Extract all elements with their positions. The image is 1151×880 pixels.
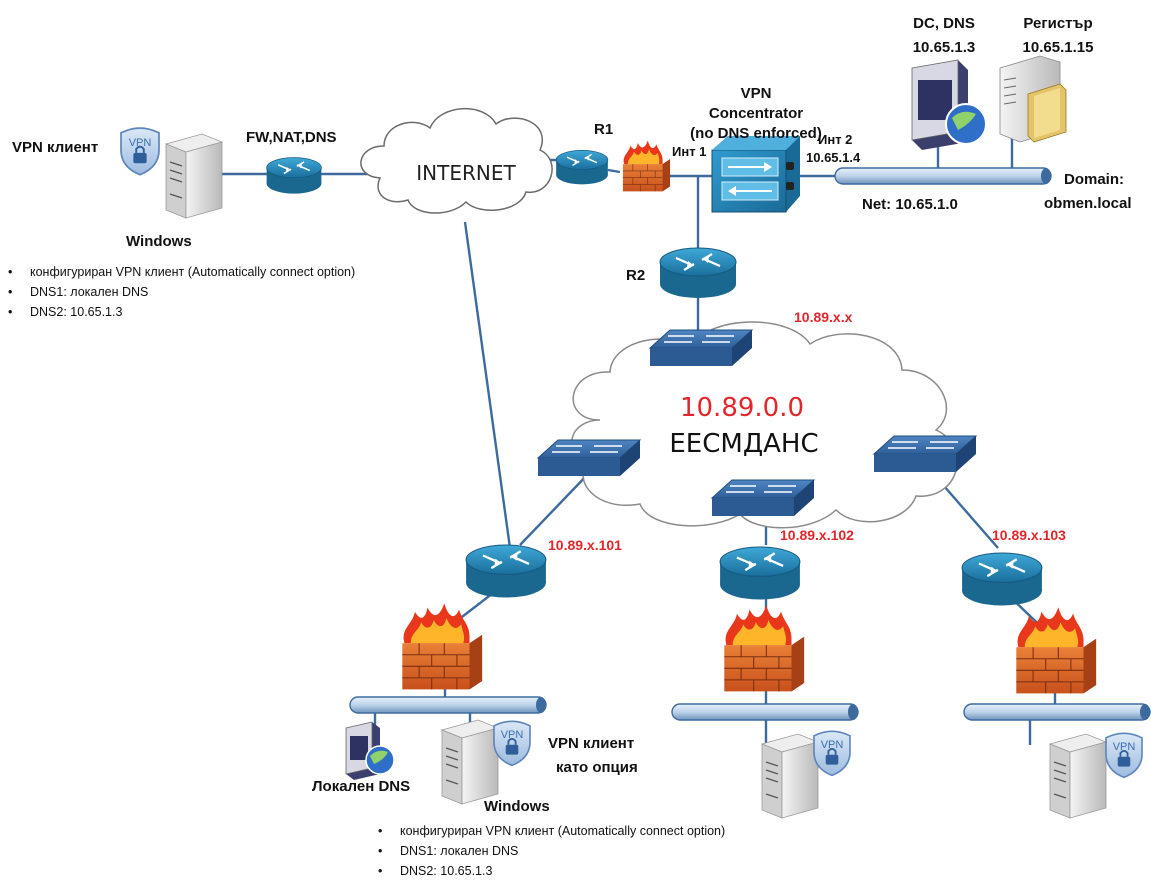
link-switch-branch1 (519, 471, 591, 546)
ip102-label: 10.89.x.102 (780, 527, 854, 543)
fw-nat-dns-router: FW,NAT,DNS (246, 129, 337, 195)
registry-ip-label: 10.65.1.15 (1023, 39, 1094, 56)
domain-label-2: obmen.local (1044, 195, 1132, 212)
domain-label-1: Domain: (1064, 171, 1124, 188)
r1-router: R1 (555, 121, 613, 186)
vpn-shield-icon (813, 730, 851, 777)
branch-firewall-3-icon (1015, 606, 1097, 694)
note-bottom-1: конфигуриран VPN клиент (Automatically c… (400, 824, 725, 838)
internet-label: INTERNET (416, 161, 516, 185)
branch-3-client: VPN (1049, 732, 1143, 819)
branch-bus-1 (349, 696, 547, 714)
svg-text:•: • (8, 265, 12, 279)
vpn-option-label-2: като опция (556, 759, 638, 776)
local-dns-server: Локален DNS (312, 721, 410, 795)
net-x-label: 10.89.x.x (794, 309, 853, 325)
svg-text:•: • (8, 285, 12, 299)
branch-router-2-icon (718, 545, 802, 601)
dc-dns-label: DC, DNS (913, 15, 975, 32)
vpn-concentrator: VPN Concentrator (no DNS enforced) Инт 1… (672, 85, 861, 213)
branch-bus-2 (671, 703, 859, 721)
vpn-badge-label: VPN (501, 729, 524, 741)
cloud-ip-label: 10.89.0.0 (680, 393, 804, 423)
r2-router: R2 (626, 246, 738, 300)
branch-2-client: VPN (761, 730, 851, 819)
server-icon (441, 719, 499, 805)
note-top-3: DNS2: 10.65.1.3 (30, 305, 122, 319)
svg-text:•: • (8, 305, 12, 319)
svg-text:•: • (378, 824, 382, 838)
notes-bottom: • конфигуриран VPN клиент (Automatically… (378, 824, 725, 878)
server-segment-bus: Net: 10.65.1.0 Domain: obmen.local (834, 167, 1132, 213)
int2-label: Инт 2 (818, 132, 852, 147)
branch-firewall-1-icon (401, 602, 483, 690)
vpn-shield-icon (1105, 732, 1143, 779)
router-icon (265, 156, 323, 195)
windows-top-label: Windows (126, 233, 192, 250)
edge-switch-1-icon (537, 439, 641, 477)
vpn-badge-label: VPN (821, 739, 844, 751)
vpn-conc-label-3: (no DNS enforced) (690, 125, 822, 142)
edge-switch-2-icon (711, 479, 815, 517)
note-bottom-2: DNS1: локален DNS (400, 844, 518, 858)
server-icon (165, 133, 223, 219)
int1-label: Инт 1 (672, 144, 706, 159)
registry-label: Регистър (1023, 15, 1092, 32)
vpn-badge-label: VPN (1113, 741, 1136, 753)
fw-nat-dns-label: FW,NAT,DNS (246, 129, 337, 146)
edge-switch-3-icon (873, 435, 977, 473)
notes-top: • конфигуриран VPN клиент (Automatically… (8, 265, 355, 319)
server-icon (761, 733, 819, 819)
vpn-shield-icon (120, 127, 160, 176)
vpn-client-label: VPN клиент (12, 139, 98, 156)
svg-text:•: • (378, 864, 382, 878)
windows-bottom-label: Windows (484, 798, 550, 815)
int2-ip-label: 10.65.1.4 (806, 150, 861, 165)
router-icon (555, 149, 609, 186)
dc-ip-label: 10.65.1.3 (913, 39, 976, 56)
vpn-shield-icon (493, 720, 531, 767)
cloud-name-label: ЕЕСМДАНС (669, 429, 818, 459)
local-dns-label: Локален DNS (312, 778, 410, 795)
note-bottom-3: DNS2: 10.65.1.3 (400, 864, 492, 878)
vpn-badge-label: VPN (129, 137, 152, 149)
router-icon (658, 246, 738, 300)
vpn-client-top: VPN VPN клиент Windows (12, 127, 223, 250)
link-internet-branch1 (463, 221, 512, 549)
branch-router-1-icon (464, 543, 548, 599)
vpn-conc-label-1: VPN (741, 85, 772, 102)
registry-server: Регистър 10.65.1.15 (999, 15, 1094, 143)
r2-label: R2 (626, 267, 645, 284)
link-r1-fw (607, 168, 621, 174)
ip101-label: 10.89.x.101 (548, 537, 622, 553)
server-icon (1049, 733, 1107, 819)
ip103-label: 10.89.x.103 (992, 527, 1066, 543)
note-top-2: DNS1: локален DNS (30, 285, 148, 299)
branch-bus-3 (963, 703, 1151, 721)
branch-firewall-2-icon (723, 604, 805, 692)
svg-text:•: • (378, 844, 382, 858)
vpn-option-label-1: VPN клиент (548, 735, 634, 752)
core-switch-icon (649, 329, 753, 367)
branch-router-3-icon (960, 551, 1044, 607)
r1-label: R1 (594, 121, 613, 138)
net-label: Net: 10.65.1.0 (862, 196, 958, 213)
internet-cloud: INTERNET (360, 108, 553, 214)
vpn-conc-label-2: Concentrator (709, 105, 803, 122)
dc-dns-server: DC, DNS 10.65.1.3 (911, 15, 987, 150)
windows-branch-client: VPN VPN клиент като опция Windows (441, 719, 638, 815)
note-top-1: конфигуриран VPN клиент (Automatically c… (30, 265, 355, 279)
firewall-icon (622, 140, 671, 192)
